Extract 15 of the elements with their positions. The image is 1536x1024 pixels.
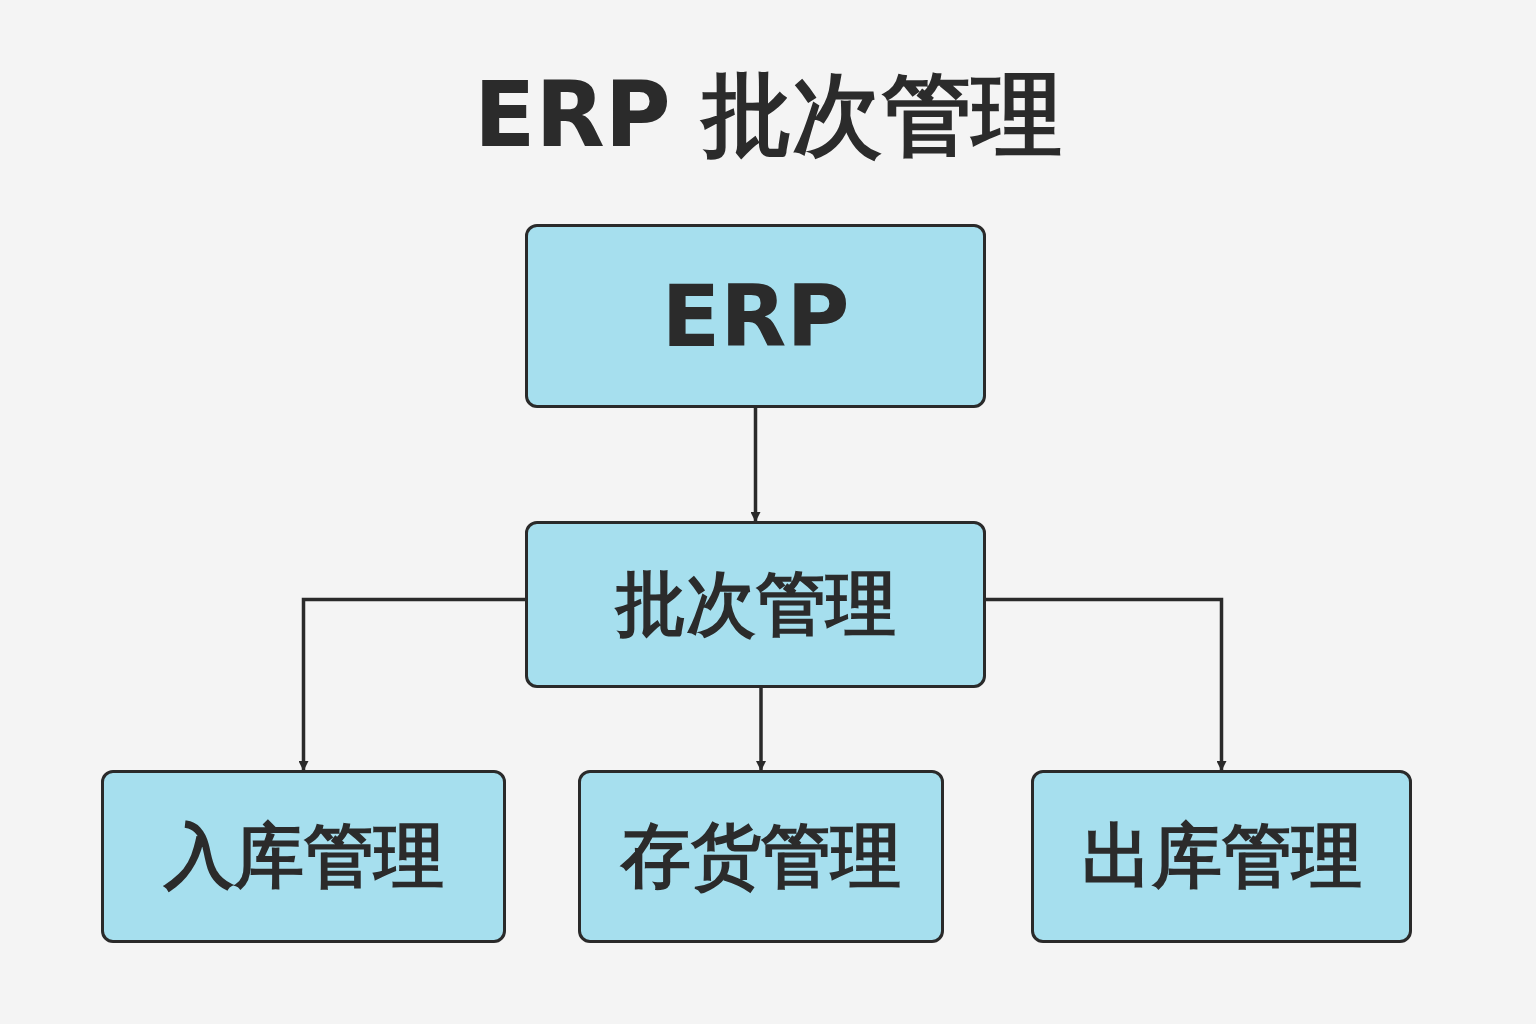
arrow bbox=[986, 597, 1227, 771]
arrow bbox=[298, 597, 525, 771]
node-label: 批次管理 bbox=[615, 561, 896, 647]
process-box bbox=[101, 770, 506, 943]
arrow bbox=[756, 688, 766, 771]
arrow bbox=[750, 408, 761, 522]
node-label: 入库管理 bbox=[163, 813, 444, 899]
node-label: 出库管理 bbox=[1081, 813, 1362, 899]
diagram-title: ERP 批次管理 bbox=[473, 61, 1063, 169]
process-box bbox=[1031, 770, 1412, 943]
process-box bbox=[525, 224, 986, 408]
node-label: 存货管理 bbox=[621, 813, 901, 899]
process-box bbox=[578, 770, 944, 943]
node-label: ERP bbox=[661, 266, 850, 366]
process-box bbox=[525, 521, 986, 688]
